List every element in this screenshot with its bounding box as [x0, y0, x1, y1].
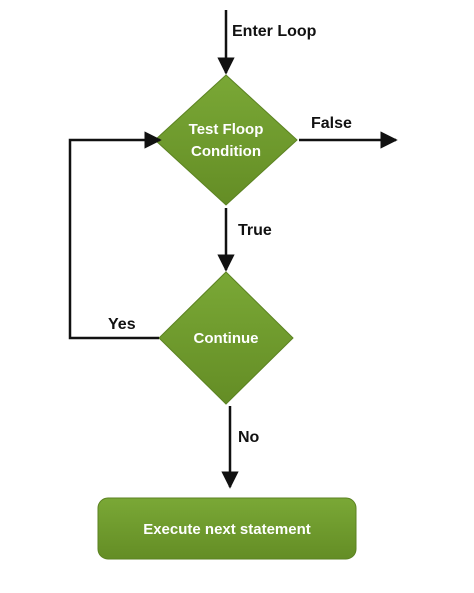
test-condition-diamond: [154, 74, 298, 206]
continue-diamond: [158, 271, 294, 405]
entry-label: Enter Loop: [232, 23, 317, 40]
test-condition-label-line2: Condition: [191, 143, 261, 160]
execute-next-statement-label: Execute next statement: [143, 521, 311, 538]
continue-label: Continue: [194, 330, 259, 347]
false-label: False: [311, 115, 352, 132]
true-label: True: [238, 222, 272, 239]
no-label: No: [238, 429, 260, 446]
execute-next-statement-box: [97, 497, 357, 560]
yes-label: Yes: [108, 316, 136, 333]
yes-loop-path: [68, 131, 162, 340]
test-condition-label-line1: Test Floop: [189, 121, 264, 138]
